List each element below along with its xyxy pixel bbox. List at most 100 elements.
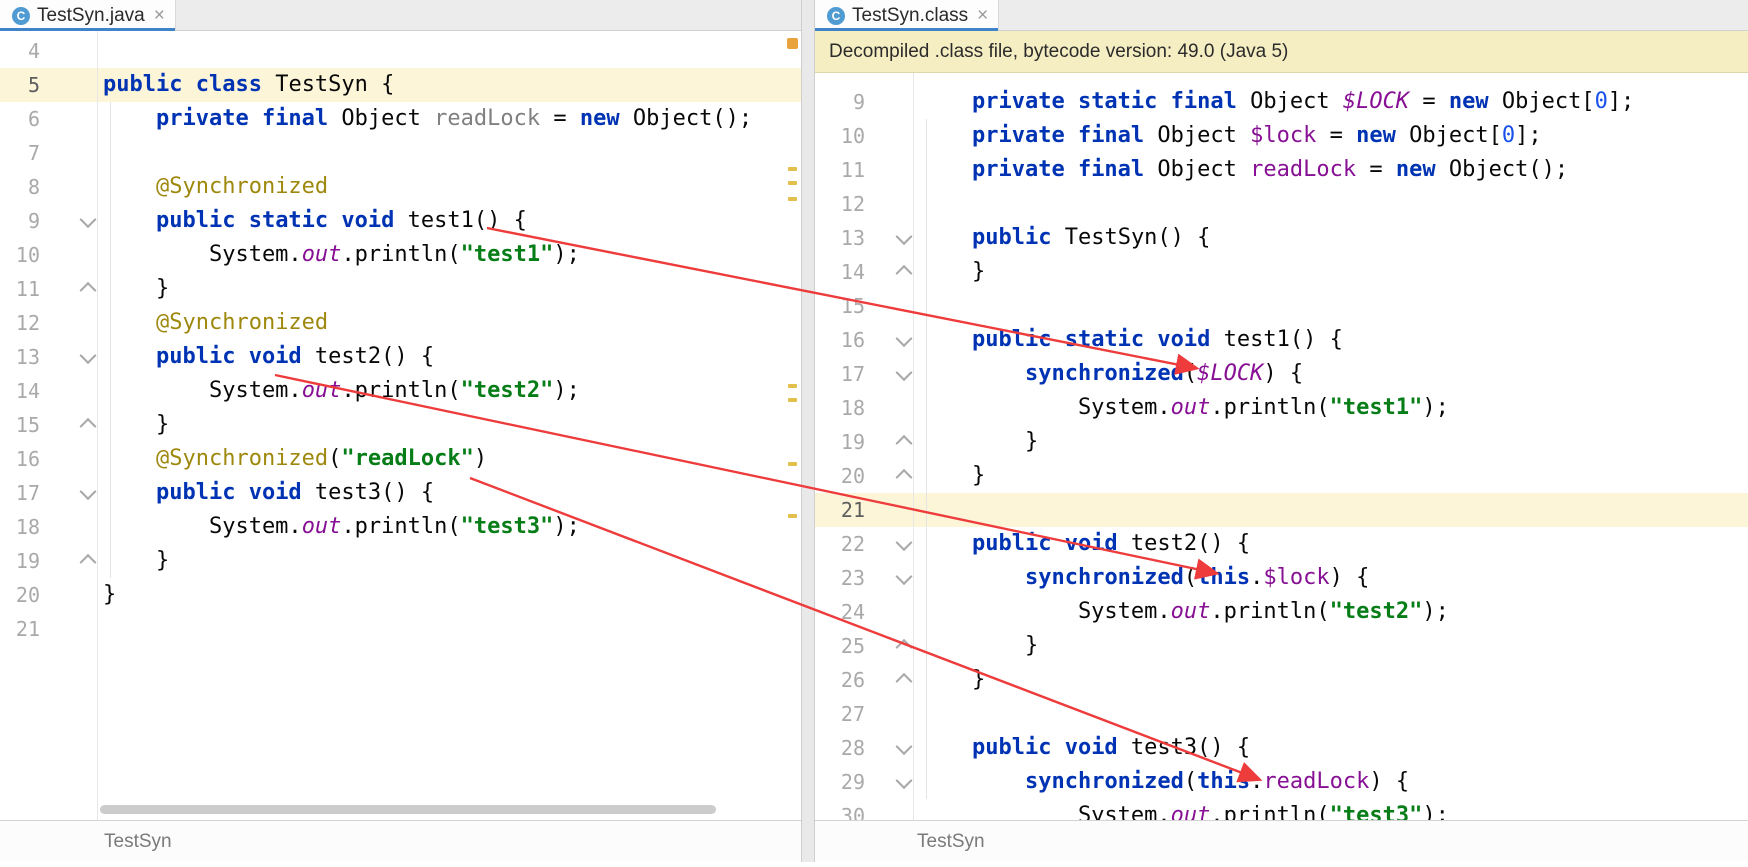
line-number[interactable]: 18 [840, 396, 865, 420]
line-number[interactable]: 9 [27, 209, 40, 233]
breadcrumb-item[interactable]: TestSyn [104, 830, 172, 852]
code-line-17[interactable]: 17 synchronized($LOCK) { [815, 357, 1748, 391]
code-line-30[interactable]: 30 System.out.println("test3"); [815, 799, 1748, 820]
line-number[interactable]: 4 [27, 39, 40, 63]
horizontal-scrollbar-thumb[interactable] [100, 805, 716, 814]
fold-start-icon[interactable] [79, 483, 97, 501]
code-line-12[interactable]: 12 [815, 187, 1748, 221]
code-line-20[interactable]: 20} [0, 578, 801, 612]
code-line-4[interactable]: 4 [0, 34, 801, 68]
line-number[interactable]: 16 [15, 447, 40, 471]
line-number[interactable]: 15 [15, 413, 40, 437]
line-number[interactable]: 19 [15, 549, 40, 573]
code-line-18[interactable]: 18 System.out.println("test1"); [815, 391, 1748, 425]
line-number[interactable]: 12 [840, 192, 865, 216]
code-line-10[interactable]: 10 System.out.println("test1"); [0, 238, 801, 272]
line-number[interactable]: 16 [840, 328, 865, 352]
code-line-14[interactable]: 14 } [815, 255, 1748, 289]
code-line-10[interactable]: 10 private final Object $lock = new Obje… [815, 119, 1748, 153]
close-icon[interactable]: × [153, 5, 165, 26]
code-line-14[interactable]: 14 System.out.println("test2"); [0, 374, 801, 408]
line-number[interactable]: 26 [840, 668, 865, 692]
code-line-15[interactable]: 15 [815, 289, 1748, 323]
code-line-6[interactable]: 6 private final Object readLock = new Ob… [0, 102, 801, 136]
stripe-mark[interactable] [788, 398, 797, 402]
stripe-mark[interactable] [788, 514, 797, 518]
fold-end-icon[interactable] [895, 434, 913, 452]
code-line-29[interactable]: 29 synchronized(this.readLock) { [815, 765, 1748, 799]
code-line-11[interactable]: 11 private final Object readLock = new O… [815, 153, 1748, 187]
fold-end-icon[interactable] [79, 417, 97, 435]
code-line-15[interactable]: 15 } [0, 408, 801, 442]
right-editor[interactable]: 9 private static final Object $LOCK = ne… [815, 73, 1748, 820]
inspection-indicator[interactable] [787, 38, 798, 49]
code-line-12[interactable]: 12 @Synchronized [0, 306, 801, 340]
line-number[interactable]: 23 [840, 566, 865, 590]
tab-testsyn-class[interactable]: C TestSyn.class × [815, 0, 1000, 31]
fold-start-icon[interactable] [895, 568, 913, 586]
error-stripe[interactable] [785, 31, 801, 820]
line-number[interactable]: 30 [840, 804, 865, 820]
line-number[interactable]: 25 [840, 634, 865, 658]
breadcrumb-item[interactable]: TestSyn [917, 830, 985, 852]
line-number[interactable]: 6 [27, 107, 40, 131]
code-line-18[interactable]: 18 System.out.println("test3"); [0, 510, 801, 544]
fold-end-icon[interactable] [895, 264, 913, 282]
stripe-mark[interactable] [788, 167, 797, 171]
tab-testsyn-java[interactable]: C TestSyn.java × [0, 0, 176, 31]
line-number[interactable]: 15 [840, 294, 865, 318]
fold-end-icon[interactable] [895, 638, 913, 656]
code-line-21[interactable]: 21 [0, 612, 801, 646]
code-line-13[interactable]: 13 public TestSyn() { [815, 221, 1748, 255]
line-number[interactable]: 20 [840, 464, 865, 488]
line-number[interactable]: 11 [840, 158, 865, 182]
line-number[interactable]: 17 [840, 362, 865, 386]
line-number[interactable]: 5 [27, 73, 40, 97]
line-number[interactable]: 28 [840, 736, 865, 760]
code-line-19[interactable]: 19 } [815, 425, 1748, 459]
pane-splitter[interactable] [801, 0, 815, 862]
stripe-mark[interactable] [788, 197, 797, 201]
code-line-7[interactable]: 7 [0, 136, 801, 170]
stripe-mark[interactable] [788, 384, 797, 388]
code-line-16[interactable]: 16 @Synchronized("readLock") [0, 442, 801, 476]
code-line-13[interactable]: 13 public void test2() { [0, 340, 801, 374]
line-number[interactable]: 14 [15, 379, 40, 403]
code-line-27[interactable]: 27 [815, 697, 1748, 731]
line-number[interactable]: 18 [15, 515, 40, 539]
code-line-26[interactable]: 26 } [815, 663, 1748, 697]
line-number[interactable]: 14 [840, 260, 865, 284]
line-number[interactable]: 19 [840, 430, 865, 454]
line-number[interactable]: 7 [27, 141, 40, 165]
line-number[interactable]: 10 [15, 243, 40, 267]
fold-start-icon[interactable] [895, 772, 913, 790]
line-number[interactable]: 13 [840, 226, 865, 250]
fold-start-icon[interactable] [895, 228, 913, 246]
fold-start-icon[interactable] [895, 534, 913, 552]
line-number[interactable]: 11 [15, 277, 40, 301]
code-line-16[interactable]: 16 public static void test1() { [815, 323, 1748, 357]
code-line-23[interactable]: 23 synchronized(this.$lock) { [815, 561, 1748, 595]
line-number[interactable]: 24 [840, 600, 865, 624]
fold-end-icon[interactable] [79, 281, 97, 299]
code-line-8[interactable]: 8 @Synchronized [0, 170, 801, 204]
fold-start-icon[interactable] [895, 364, 913, 382]
line-number[interactable]: 8 [27, 175, 40, 199]
stripe-mark[interactable] [788, 181, 797, 185]
fold-start-icon[interactable] [79, 211, 97, 229]
line-number[interactable]: 9 [852, 90, 865, 114]
code-line-21[interactable]: 21 [815, 493, 1748, 527]
code-line-28[interactable]: 28 public void test3() { [815, 731, 1748, 765]
line-number[interactable]: 13 [15, 345, 40, 369]
fold-end-icon[interactable] [79, 553, 97, 571]
code-line-22[interactable]: 22 public void test2() { [815, 527, 1748, 561]
code-line-19[interactable]: 19 } [0, 544, 801, 578]
line-number[interactable]: 29 [840, 770, 865, 794]
close-icon[interactable]: × [977, 5, 989, 26]
line-number[interactable]: 27 [840, 702, 865, 726]
line-number[interactable]: 21 [840, 498, 865, 522]
stripe-mark[interactable] [788, 462, 797, 466]
fold-end-icon[interactable] [895, 672, 913, 690]
